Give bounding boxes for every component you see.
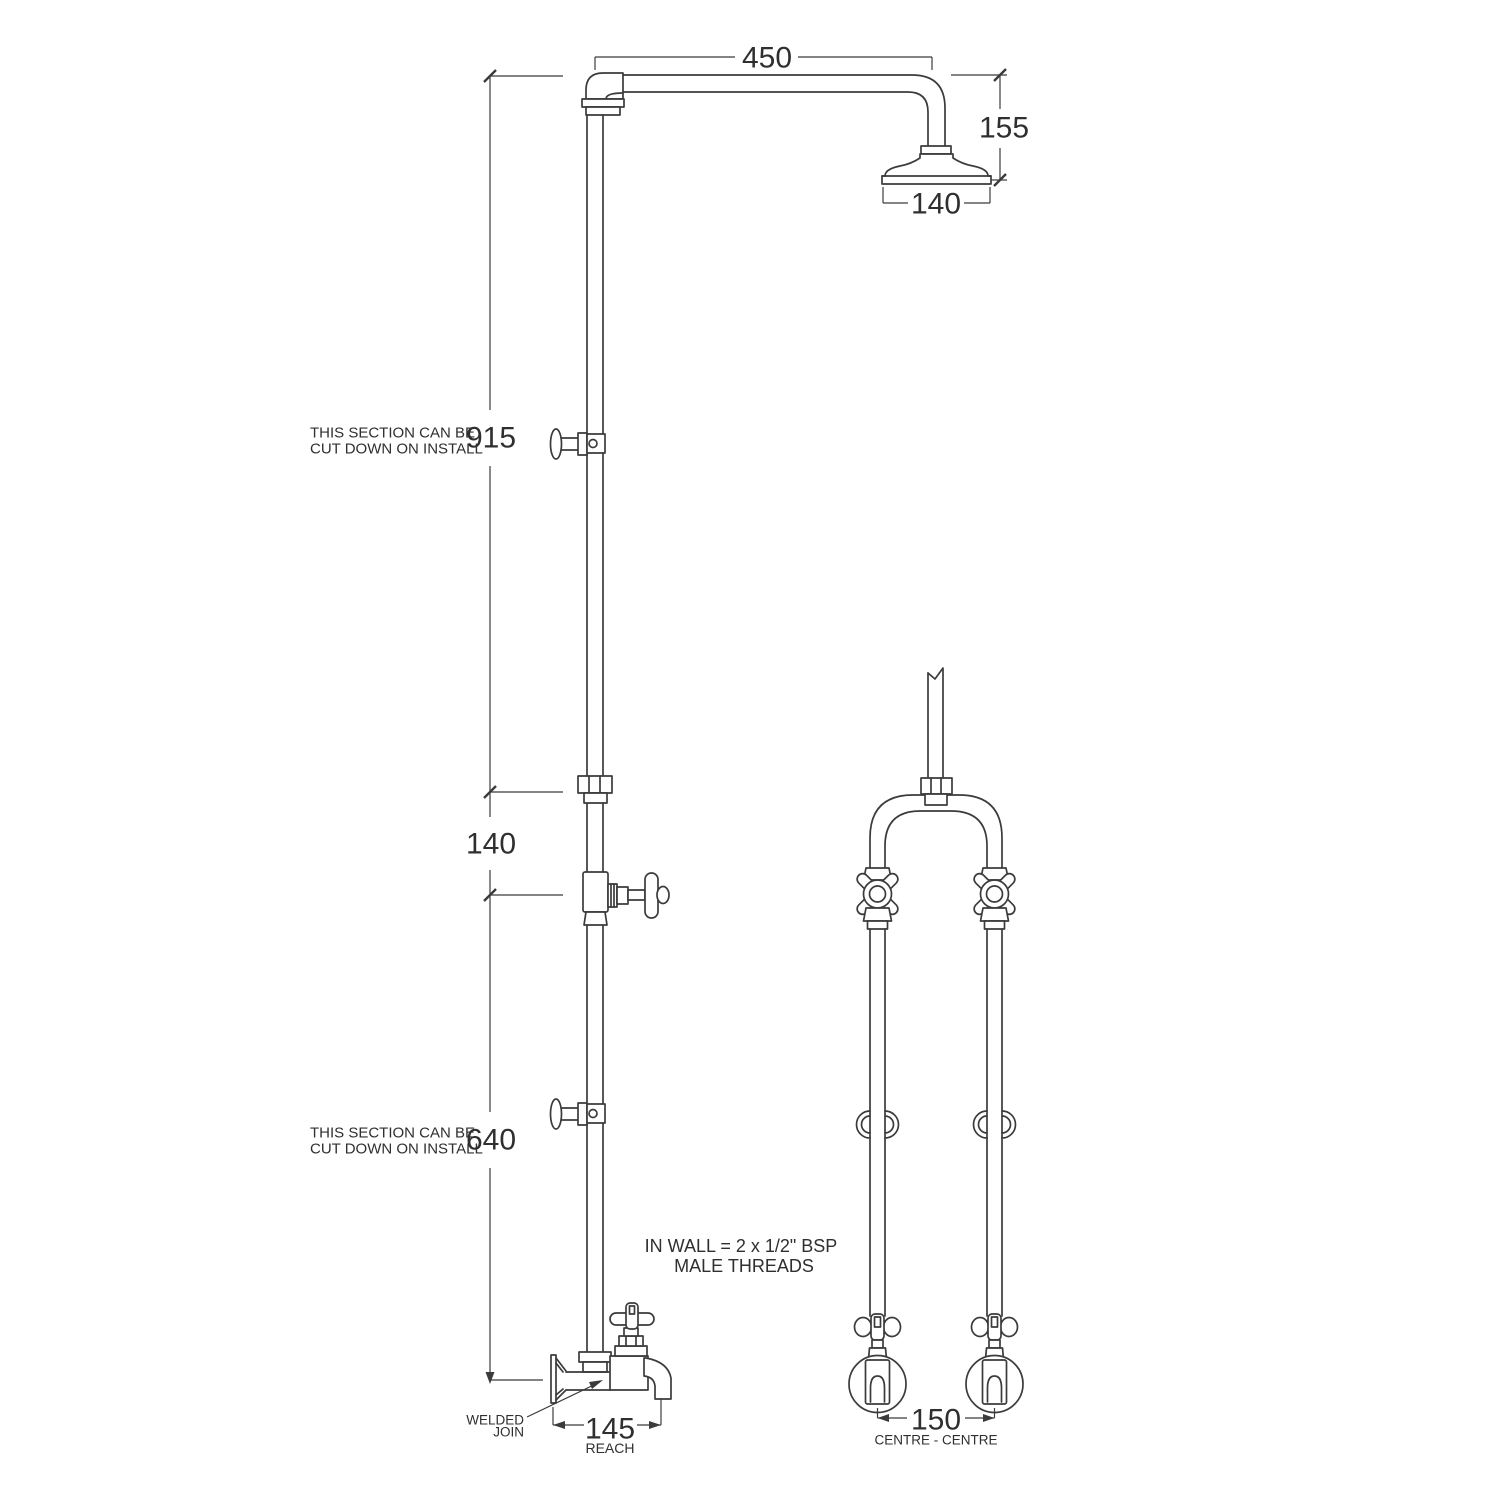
- dim-145-label: 145: [585, 1413, 635, 1446]
- inwall-note-line2: MALE THREADS: [674, 1256, 814, 1276]
- valve-hub: [979, 879, 1010, 909]
- dim-145-reach: 145 REACH: [552, 1399, 662, 1456]
- centres-caption: CENTRE - CENTRE: [874, 1433, 997, 1448]
- tap-spout: [643, 1357, 672, 1400]
- dim-640: 640: [466, 895, 543, 1384]
- welded-note-line2: JOIN: [493, 1425, 524, 1440]
- lower-note-line1: THIS SECTION CAN BE: [310, 1125, 475, 1142]
- note-inwall: IN WALL = 2 x 1/2" BSP MALE THREADS: [645, 1236, 838, 1276]
- front-bracket-left: [855, 1110, 900, 1139]
- front-bracket-right: [972, 1110, 1017, 1139]
- tap-body: [609, 1355, 649, 1391]
- side-view: 450 155 140 915: [310, 42, 1029, 1457]
- supply-pipe-left: [869, 928, 886, 1317]
- head-bell: [881, 153, 992, 185]
- note-lower-section: THIS SECTION CAN BE CUT DOWN ON INSTALL: [310, 1125, 483, 1158]
- lower-note-line2: CUT DOWN ON INSTALL: [310, 1141, 483, 1158]
- valve-handle-knob: [656, 885, 670, 905]
- riser-pipe: [586, 114, 604, 1353]
- wall-bracket-upper: [549, 428, 606, 460]
- dim-915-label: 915: [466, 422, 516, 455]
- dim-155: 155: [951, 68, 1029, 187]
- bracket-screw: [588, 1108, 598, 1119]
- dim-140-mid: 140: [466, 792, 563, 902]
- dim-150-label: 150: [911, 1404, 961, 1437]
- elbow-ring-upper: [581, 98, 625, 108]
- dim-140-head: 140: [882, 187, 991, 221]
- pipe-break-symbol: [927, 667, 944, 680]
- front-tap-left: [848, 1313, 907, 1414]
- welded-note-line1: WELDED: [466, 1413, 524, 1428]
- dim-140-head-label: 140: [911, 188, 961, 221]
- union-fitting: [577, 775, 613, 804]
- bracket-flange: [549, 1098, 563, 1130]
- valve-bottom-nut: [583, 911, 608, 926]
- note-welded-join: WELDED JOIN: [466, 1380, 603, 1440]
- inlet-pipe-break: [920, 667, 953, 806]
- elbow-ring-lower: [585, 106, 621, 116]
- riser-end-nut: [578, 1351, 612, 1363]
- tap-spout-front: [981, 1359, 1008, 1405]
- supply-pipe-right: [986, 928, 1003, 1317]
- dim-140-mid-label: 140: [466, 828, 516, 861]
- shower-arm: [581, 72, 946, 147]
- inlet-nut: [920, 777, 953, 795]
- head-connector-nut: [920, 145, 952, 155]
- valve-body: [582, 871, 609, 913]
- valve-cross-handle: [644, 872, 659, 919]
- dim-450-label: 450: [742, 42, 792, 75]
- dim-915: 915: [466, 69, 563, 799]
- wall-flange-plate: [550, 1354, 557, 1404]
- tap-handle-knob: [625, 1302, 639, 1330]
- bib-tap: [550, 1302, 672, 1404]
- note-upper-section: THIS SECTION CAN BE CUT DOWN ON INSTALL: [310, 425, 483, 458]
- reach-caption: REACH: [585, 1440, 634, 1456]
- arm-inner-line: [622, 91, 929, 147]
- stop-valve: [582, 871, 670, 926]
- upper-note-line2: CUT DOWN ON INSTALL: [310, 441, 483, 458]
- shower-head: [881, 145, 992, 185]
- dim-640-label: 640: [466, 1124, 516, 1157]
- dim-155-label: 155: [979, 112, 1029, 145]
- inwall-note-line1: IN WALL = 2 x 1/2" BSP: [645, 1236, 838, 1256]
- cross-valve-left: [856, 867, 899, 930]
- front-tap-right: [965, 1313, 1024, 1414]
- wall-bracket-lower: [549, 1098, 606, 1130]
- elbow-fitting: [585, 72, 624, 100]
- valve-bonnet-ridges: [607, 883, 618, 908]
- dim-150-centres: 150 CENTRE - CENTRE: [874, 1404, 997, 1448]
- upper-note-line1: THIS SECTION CAN BE: [310, 425, 475, 442]
- valve-hub: [862, 879, 893, 909]
- u-bend-manifold: [869, 794, 1003, 881]
- bracket-screw: [588, 438, 598, 449]
- valve-stem: [627, 889, 646, 901]
- cross-valve-right: [973, 867, 1016, 930]
- front-view: IN WALL = 2 x 1/2" BSP MALE THREADS 150 …: [645, 667, 1024, 1448]
- elbow-inner-fillet: [605, 92, 624, 100]
- dim-450: 450: [594, 42, 933, 75]
- bracket-flange: [549, 428, 563, 460]
- tap-spout-front: [864, 1359, 891, 1405]
- arm-outer-line: [622, 74, 946, 147]
